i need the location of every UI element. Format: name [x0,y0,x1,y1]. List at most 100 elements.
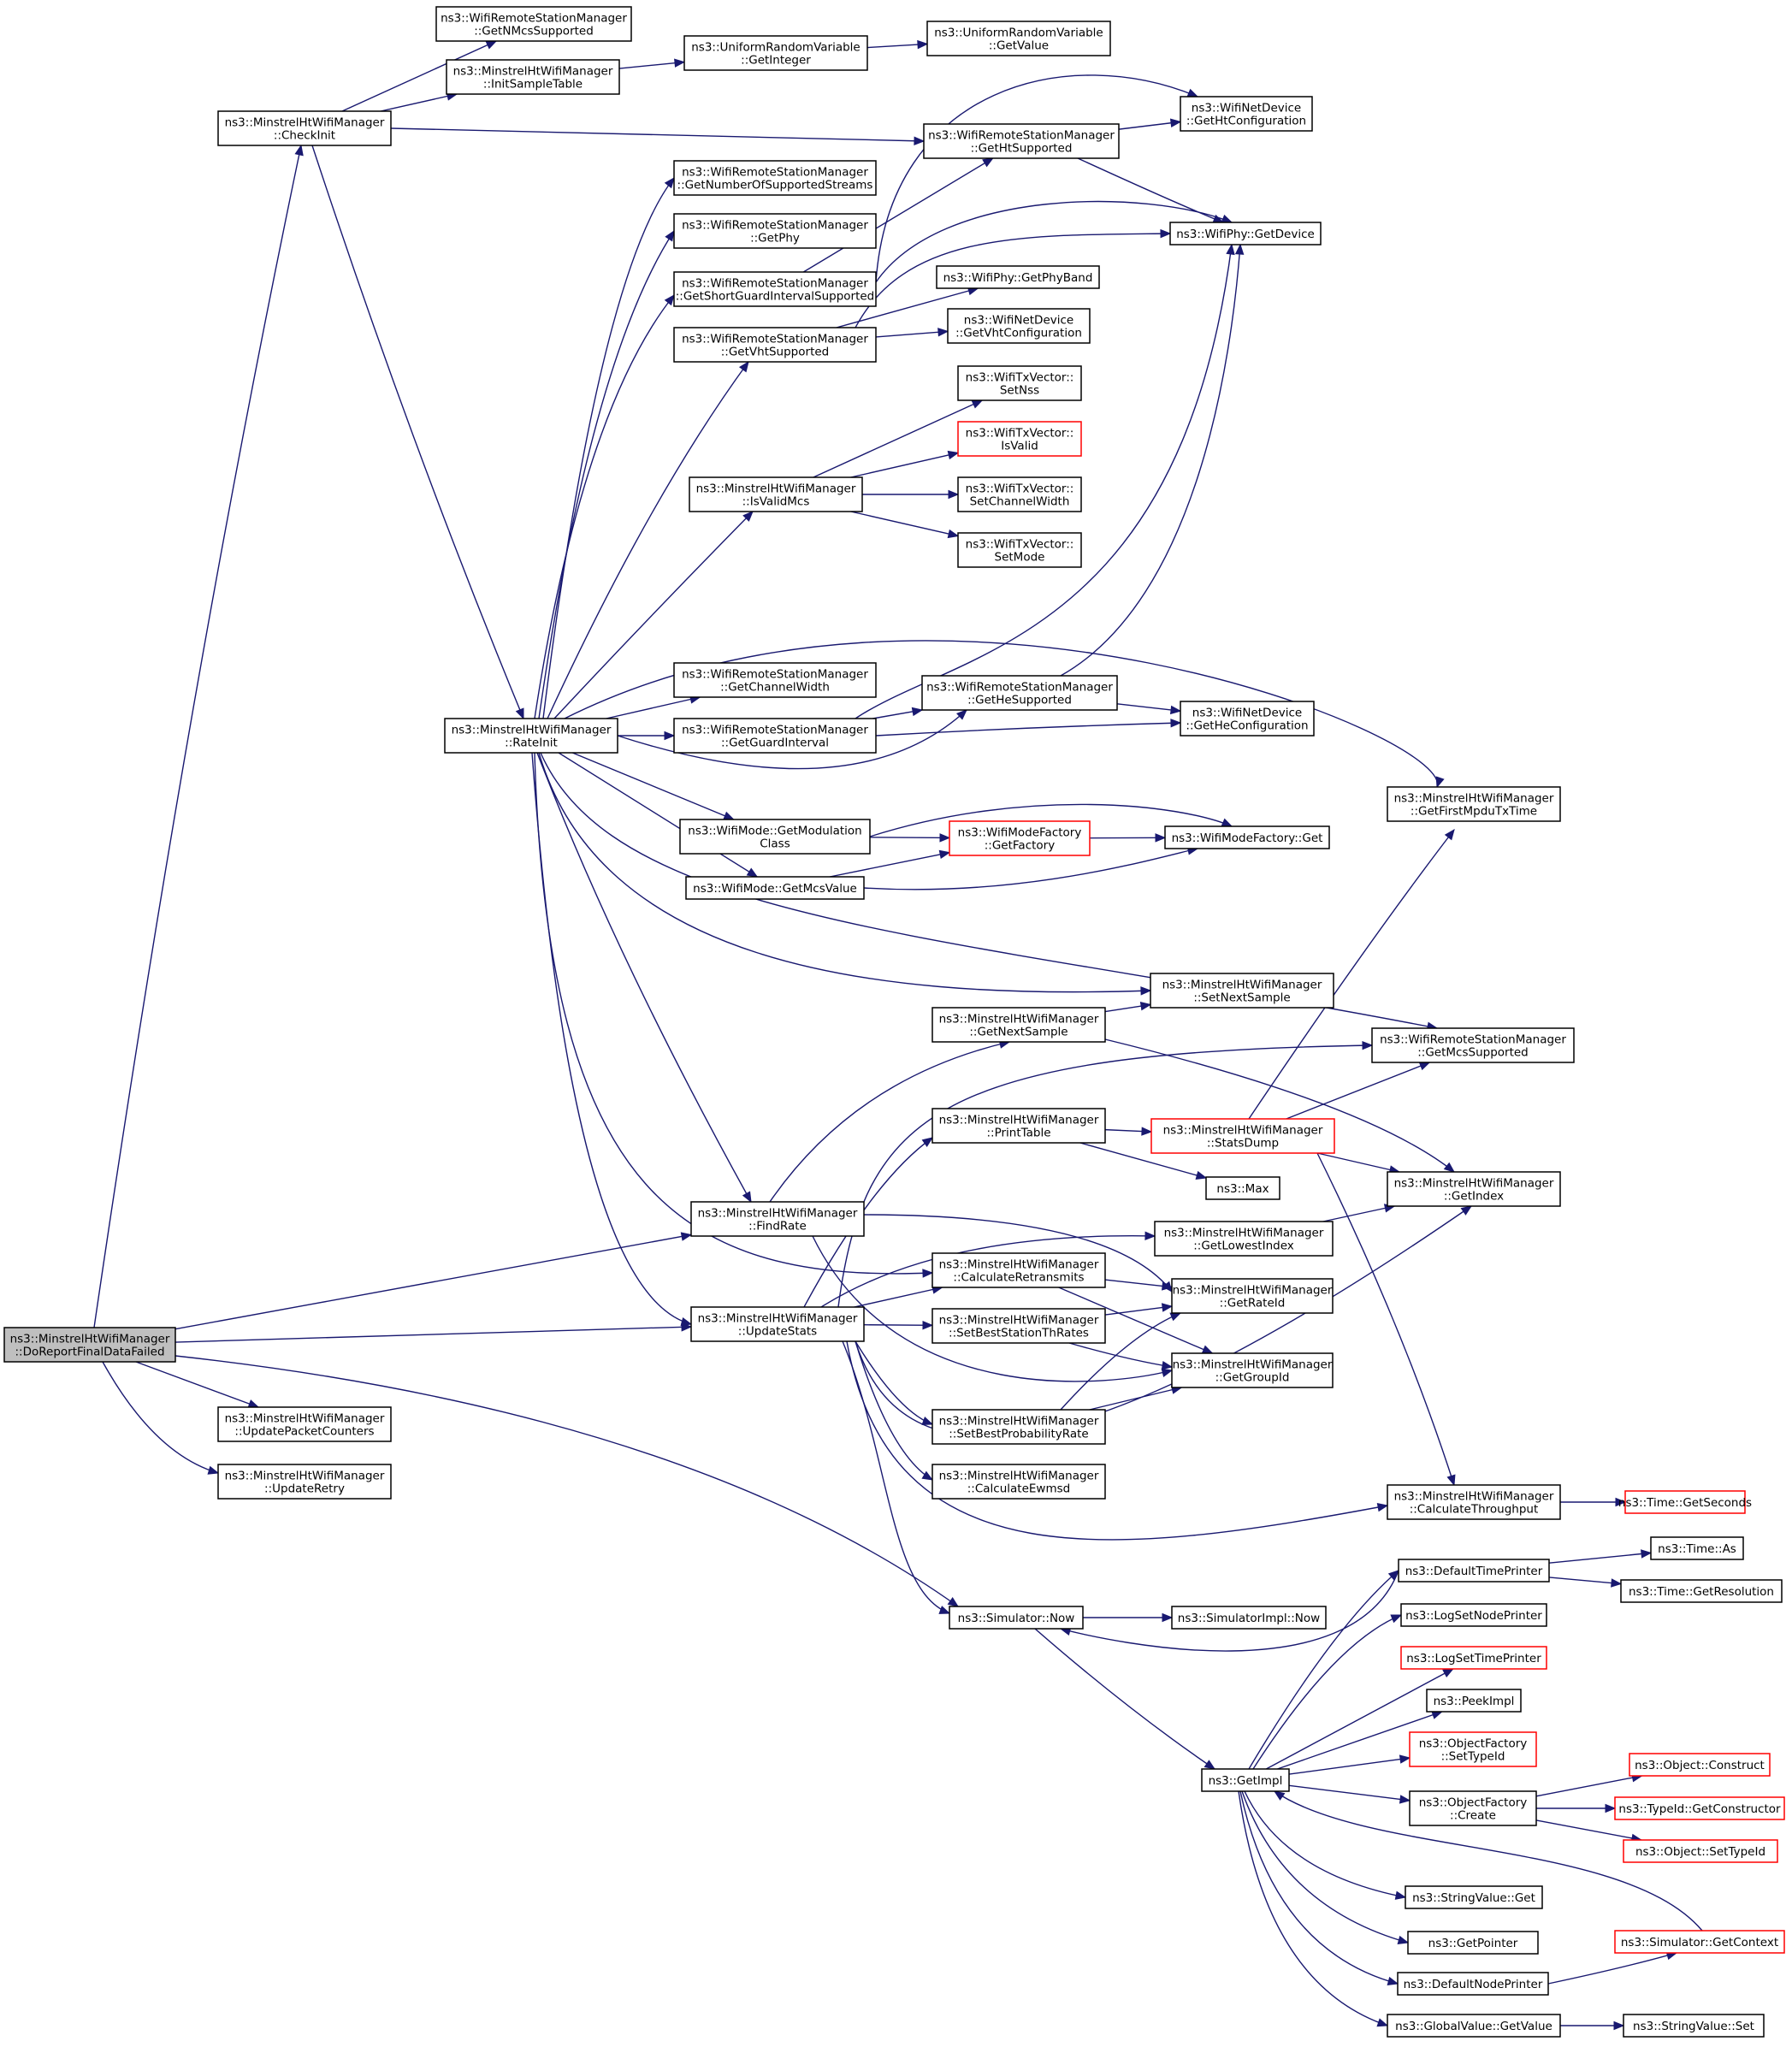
node-box [957,532,1082,568]
node-logsetnode[interactable]: ns3::LogSetNodePrinter [1400,1603,1547,1627]
node-label: ns3::Simulator::Now [958,1612,1075,1625]
node-statsdump[interactable]: ns3::MinstrelHtWifiManager::StatsDump [1150,1118,1335,1154]
node-wmfget[interactable]: ns3::WifiModeFactory::Get [1164,825,1330,849]
node-updatestats[interactable]: ns3::MinstrelHtWifiManager::UpdateStats [690,1306,865,1342]
node-logsettime[interactable]: ns3::LogSetTimePrinter [1400,1646,1547,1670]
node-rateinit[interactable]: ns3::MinstrelHtWifiManager::RateInit [444,718,618,754]
node-checkinit[interactable]: ns3::MinstrelHtWifiManager::CheckInit [217,110,392,146]
node-getphyband[interactable]: ns3::WifiPhy::GetPhyBand [936,265,1100,289]
node-strvalget[interactable]: ns3::StringValue::Get [1405,1885,1543,1909]
edge-rateinit-to-isvalidmcs [553,511,754,719]
node-ofsettypeid[interactable]: ns3::ObjectFactory::SetTypeId [1409,1731,1537,1767]
node-label: ns3::ObjectFactory [1419,1796,1528,1810]
edge-defaulttimeprinter-to-timeas [1548,1549,1653,1564]
node-max[interactable]: ns3::Max [1205,1176,1280,1200]
node-getheconf[interactable]: ns3::WifiNetDevice::GetHeConfiguration [1180,701,1315,737]
edge-gvgetvalue-to-strvalset [1560,2020,1625,2031]
node-label: ns3::StringValue::Set [1633,2020,1754,2033]
node-calcretrans[interactable]: ns3::MinstrelHtWifiManager::CalculateRet… [931,1252,1106,1288]
edge-getimpl-to-defaulttimeprinter [1248,1570,1400,1770]
node-gvgetvalue[interactable]: ns3::GlobalValue::GetValue [1387,2014,1561,2038]
node-getdevice[interactable]: ns3::WifiPhy::GetDevice [1169,222,1322,246]
node-root[interactable]: ns3::MinstrelHtWifiManager::DoReportFina… [3,1327,176,1363]
node-updateretry[interactable]: ns3::MinstrelHtWifiManager::UpdateRetry [217,1464,392,1500]
node-label: ns3::Time::GetSeconds [1618,1496,1752,1510]
node-label: ::UpdatePacketCounters [234,1425,374,1439]
edge-getimpl-to-logsetnode [1252,1614,1403,1770]
node-getvalue_urv[interactable]: ns3::UniformRandomVariable::GetValue [926,21,1111,56]
node-defaulttimeprinter[interactable]: ns3::DefaultTimePrinter [1398,1559,1550,1583]
node-label: ns3::WifiRemoteStationManager [441,12,627,26]
node-getimpl[interactable]: ns3::GetImpl [1201,1768,1290,1792]
node-label: ::GetLowestIndex [1193,1239,1294,1253]
node-calcewmsd[interactable]: ns3::MinstrelHtWifiManager::CalculateEwm… [931,1464,1106,1500]
node-label: ::SetNextSample [1193,991,1290,1005]
node-simnow[interactable]: ns3::Simulator::Now [949,1606,1084,1630]
node-getinteger[interactable]: ns3::UniformRandomVariable::GetInteger [683,35,868,71]
edge-getsgi-to-gethtconf [875,74,1199,283]
node-getnss[interactable]: ns3::WifiRemoteStationManager::GetNumber… [673,160,877,196]
node-printtable[interactable]: ns3::MinstrelHtWifiManager::PrintTable [931,1108,1106,1144]
node-getvhtsupp[interactable]: ns3::WifiRemoteStationManager::GetVhtSup… [673,327,877,363]
node-setchw[interactable]: ns3::WifiTxVector::SetChannelWidth [957,476,1082,512]
node-timeas[interactable]: ns3::Time::As [1650,1536,1744,1560]
node-updatepkt[interactable]: ns3::MinstrelHtWifiManager::UpdatePacket… [217,1406,392,1442]
node-isvalidmcs[interactable]: ns3::MinstrelHtWifiManager::IsValidMcs [689,476,863,512]
node-isvalid[interactable]: ns3::WifiTxVector::IsValid [957,421,1082,457]
node-label: ns3::Time::GetResolution [1629,1585,1774,1599]
node-label: SetMode [995,551,1045,565]
node-getindex[interactable]: ns3::MinstrelHtWifiManager::GetIndex [1387,1171,1561,1207]
node-setnss[interactable]: ns3::WifiTxVector::SetNss [957,365,1082,401]
node-box [1407,1931,1539,1955]
node-getchw[interactable]: ns3::WifiRemoteStationManager::GetChanne… [673,662,877,698]
node-gethtconf[interactable]: ns3::WifiNetDevice::GetHtConfiguration [1180,96,1313,132]
node-setnextsample[interactable]: ns3::MinstrelHtWifiManager::SetNextSampl… [1150,973,1334,1009]
node-getpointer[interactable]: ns3::GetPointer [1407,1931,1539,1955]
node-getconstructor[interactable]: ns3::TypeId::GetConstructor [1614,1796,1785,1820]
node-label: ns3::WifiRemoteStationManager [682,219,868,233]
node-initsample[interactable]: ns3::MinstrelHtWifiManager::InitSampleTa… [446,59,620,95]
node-setmode[interactable]: ns3::WifiTxVector::SetMode [957,532,1082,568]
node-label: ns3::WifiRemoteStationManager [1380,1033,1566,1047]
node-findrate[interactable]: ns3::MinstrelHtWifiManager::FindRate [690,1201,865,1237]
node-getsgi[interactable]: ns3::WifiRemoteStationManager::GetShortG… [673,271,877,307]
node-getnextsample[interactable]: ns3::MinstrelHtWifiManager::GetNextSampl… [931,1007,1106,1043]
node-box [1171,1278,1334,1314]
node-label: ns3::MinstrelHtWifiManager [453,65,613,79]
edge-statsdump-to-getmcssupp [1286,1062,1431,1120]
node-getresolution[interactable]: ns3::Time::GetResolution [1620,1579,1783,1603]
node-peekimpl[interactable]: ns3::PeekImpl [1426,1689,1522,1713]
node-gethesupp[interactable]: ns3::WifiRemoteStationManager::GetHeSupp… [921,675,1118,711]
node-simimplnow[interactable]: ns3::SimulatorImpl::Now [1171,1606,1327,1630]
node-getseconds[interactable]: ns3::Time::GetSeconds [1618,1490,1752,1514]
node-simgetcontext[interactable]: ns3::Simulator::GetContext [1614,1930,1785,1954]
node-getlowest[interactable]: ns3::MinstrelHtWifiManager::GetLowestInd… [1154,1221,1334,1257]
node-getfirstmpdu[interactable]: ns3::MinstrelHtWifiManager::GetFirstMpdu… [1387,786,1561,822]
node-gethtsupp[interactable]: ns3::WifiRemoteStationManager::GetHtSupp… [923,123,1120,159]
node-setbestprob[interactable]: ns3::MinstrelHtWifiManager::SetBestProba… [931,1409,1106,1445]
node-getphy[interactable]: ns3::WifiRemoteStationManager::GetPhy [673,213,877,249]
node-getvhtconf[interactable]: ns3::WifiNetDevice::GetVhtConfiguration [947,308,1091,344]
node-calcthroughput[interactable]: ns3::MinstrelHtWifiManager::CalculateThr… [1387,1484,1561,1520]
node-label: ::GetHeSupported [967,694,1072,707]
node-getrateid[interactable]: ns3::MinstrelHtWifiManager::GetRateId [1171,1278,1334,1314]
node-getmcsvalue[interactable]: ns3::WifiMode::GetMcsValue [685,876,865,900]
node-strvalset[interactable]: ns3::StringValue::Set [1623,2014,1765,2038]
node-getgroupid[interactable]: ns3::MinstrelHtWifiManager::GetGroupId [1171,1352,1334,1388]
edge-getinteger-to-getvalue_urv [866,39,929,50]
node-ofcreate[interactable]: ns3::ObjectFactory::Create [1409,1790,1537,1826]
node-setbeststation[interactable]: ns3::MinstrelHtWifiManager::SetBestStati… [931,1308,1106,1344]
edge-simgetcontext-to-getimpl [1273,1790,1703,1932]
node-getgi[interactable]: ns3::WifiRemoteStationManager::GetGuardI… [673,718,877,754]
node-objsettypeid[interactable]: ns3::Object::SetTypeId [1623,1839,1778,1863]
node-getfactory[interactable]: ns3::WifiModeFactory::GetFactory [949,820,1091,856]
edge-root-to-simnow [174,1355,960,1607]
node-objconstruct[interactable]: ns3::Object::Construct [1629,1753,1771,1777]
node-label: ns3::MinstrelHtWifiManager [225,116,385,130]
node-label: ::GetHeConfiguration [1186,719,1308,733]
node-defaultnodeprinter[interactable]: ns3::DefaultNodePrinter [1397,1972,1549,1996]
node-getmcssupp[interactable]: ns3::WifiRemoteStationManager::GetMcsSup… [1371,1027,1575,1063]
node-getnmcs[interactable]: ns3::WifiRemoteStationManager::GetNMcsSu… [435,6,632,42]
node-label: ns3::MinstrelHtWifiManager [1394,792,1554,806]
